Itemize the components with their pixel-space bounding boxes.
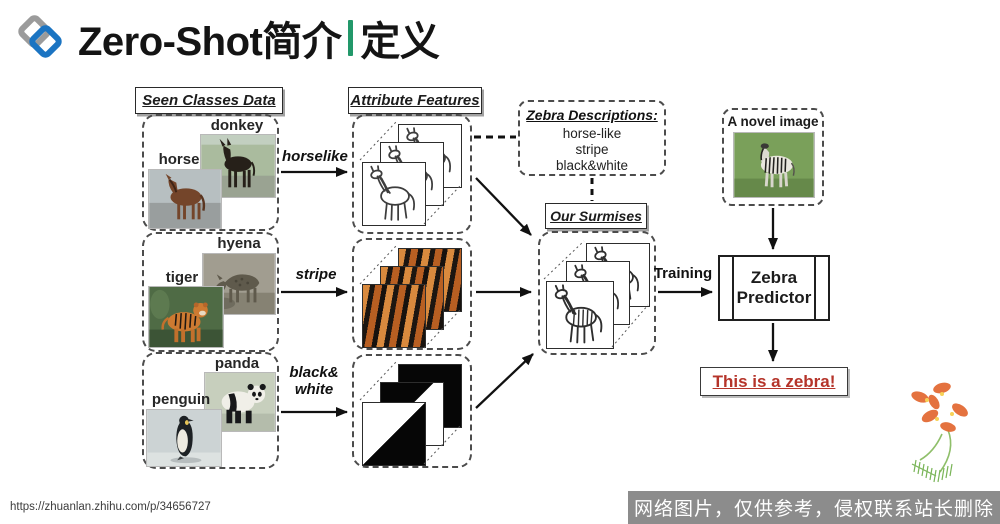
zebra-description-item: horse-like bbox=[562, 126, 622, 141]
watermark-text: 网络图片，仅供参考，侵权联系站长删除 bbox=[633, 499, 994, 520]
donkey-label: donkey bbox=[210, 117, 264, 134]
attribute-label-horselike: horselike bbox=[282, 148, 348, 165]
attribute-label-blackwhite-line2: white bbox=[294, 380, 334, 398]
tiger-label: tiger bbox=[165, 269, 199, 286]
predictor-label-line1: Zebra bbox=[750, 268, 798, 288]
novel-image-label: A novel image bbox=[727, 114, 819, 129]
surmise-zebra-stack bbox=[538, 231, 656, 355]
novel-zebra-photo bbox=[733, 132, 815, 198]
horse-photo bbox=[148, 169, 222, 229]
stripe-texture-card-front bbox=[362, 284, 426, 348]
zebra-sketch-card-front bbox=[546, 281, 614, 349]
hyena-label: hyena bbox=[217, 235, 261, 252]
bw-texture-card-front bbox=[362, 402, 426, 466]
title-divider-bar bbox=[348, 20, 354, 56]
attribute-label-stripe: stripe bbox=[295, 266, 337, 283]
seen-group-horse-donkey: donkey horse bbox=[142, 114, 279, 231]
overlapping-diamonds-logo-icon bbox=[18, 15, 62, 58]
predictor-label-line2: Predictor bbox=[736, 288, 812, 307]
page-title: Zero-Shot简介 定义 bbox=[78, 12, 440, 64]
tiger-photo bbox=[148, 286, 224, 348]
seen-classes-header-label: Seen Classes Data bbox=[142, 92, 276, 109]
training-label: Training bbox=[653, 265, 713, 282]
zebra-descriptions-title: Zebra Descriptions: bbox=[526, 107, 658, 123]
zebra-descriptions-box: Zebra Descriptions: horse-like stripe bl… bbox=[518, 100, 666, 176]
seen-classes-header: Seen Classes Data bbox=[135, 87, 283, 114]
attribute-label-blackwhite: black& white bbox=[284, 364, 344, 398]
attribute-stack-blackwhite bbox=[352, 354, 472, 468]
our-surmises-header-label: Our Surmises bbox=[550, 208, 642, 224]
zebra-description-item: stripe bbox=[575, 142, 609, 157]
result-box: This is a zebra! bbox=[700, 367, 848, 396]
attribute-label-blackwhite-line1: black& bbox=[289, 364, 339, 381]
zebra-description-item: black&white bbox=[555, 158, 629, 173]
predictor-right-line bbox=[814, 257, 816, 319]
watermark-banner: 网络图片，仅供参考，侵权联系站长删除 bbox=[628, 491, 1000, 524]
attribute-features-header: Attribute Features bbox=[348, 87, 482, 114]
attribute-stack-horselike bbox=[352, 114, 472, 234]
seen-group-penguin-panda: panda penguin bbox=[142, 352, 279, 469]
flower-illustration bbox=[911, 382, 968, 483]
result-text: This is a zebra! bbox=[712, 371, 836, 391]
novel-image-box: A novel image bbox=[722, 108, 824, 206]
panda-label: panda bbox=[214, 355, 260, 372]
our-surmises-header: Our Surmises bbox=[545, 203, 647, 229]
panda-photo bbox=[204, 372, 276, 432]
horse-label: horse bbox=[158, 151, 200, 168]
horse-sketch-card-front bbox=[362, 162, 426, 226]
title-suffix: 定义 bbox=[360, 20, 440, 64]
title-prefix: Zero-Shot简介 bbox=[78, 20, 342, 64]
seen-group-tiger-hyena: hyena tiger bbox=[142, 232, 279, 352]
penguin-label: penguin bbox=[151, 391, 211, 408]
predictor-left-line bbox=[732, 257, 734, 319]
source-url: https://zhuanlan.zhihu.com/p/34656727 bbox=[10, 501, 211, 513]
penguin-photo bbox=[146, 409, 222, 467]
zebra-predictor-box: Zebra Predictor bbox=[718, 255, 830, 321]
attribute-stack-stripe bbox=[352, 238, 472, 350]
attribute-features-header-label: Attribute Features bbox=[350, 92, 480, 109]
